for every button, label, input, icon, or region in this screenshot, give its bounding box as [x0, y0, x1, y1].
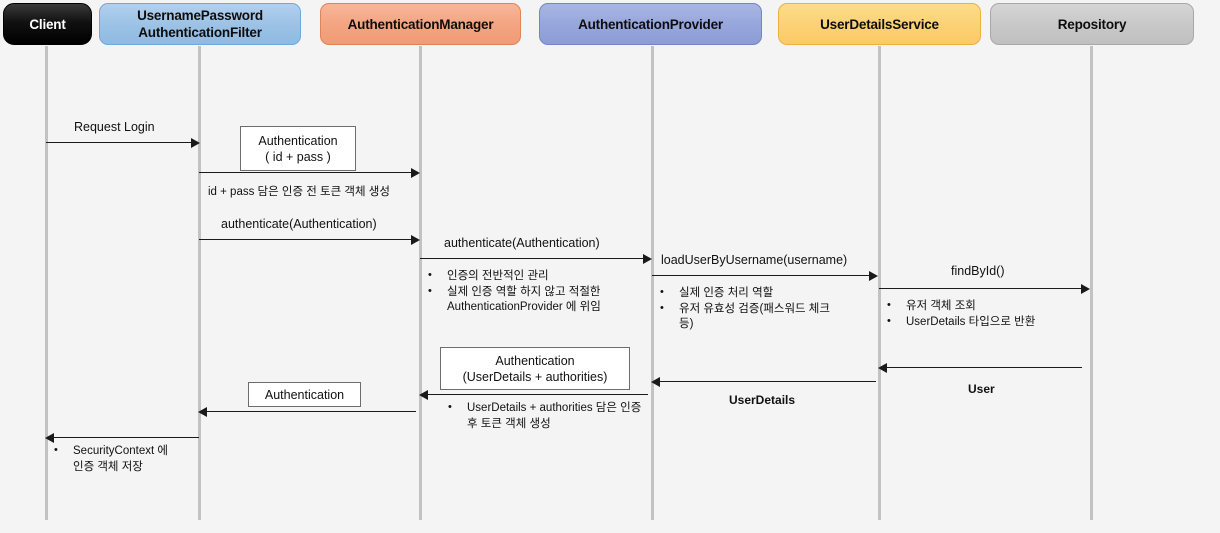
arrowhead-right-authenticate-manager-provider: [643, 254, 652, 264]
actor-provider-label: AuthenticationProvider: [578, 16, 723, 32]
annotation-provider-role-item-2: 유저 유효성 검증(패스워드 체크: [652, 301, 830, 318]
annotation-userdetailsservice-role: 유저 객체 조회 UserDetails 타입으로 반환: [879, 298, 1035, 331]
actor-repository[interactable]: Repository: [990, 3, 1194, 45]
annotation-post-auth-token-item-1-cont: 후 토큰 객체 생성: [467, 417, 551, 430]
annotation-userdetailsservice-role-item-2: UserDetails 타입으로 반환: [879, 314, 1035, 331]
actor-userdetailsservice-label: UserDetailsService: [820, 16, 939, 32]
lifeline-filter: [198, 46, 201, 520]
message-label-load-user-by-username: loadUserByUsername(username): [661, 253, 848, 267]
arrowhead-left-filter-client-return: [45, 433, 54, 443]
message-arrow-request-login: [46, 142, 192, 143]
message-arrow-authenticate-manager-provider: [420, 258, 644, 259]
lifeline-userdetailsservice: [878, 46, 881, 520]
actor-username-password-authentication-filter[interactable]: UsernamePassword AuthenticationFilter: [99, 3, 301, 45]
message-arrow-manager-filter-return: [206, 411, 416, 412]
note-authentication-plain-line1: Authentication: [264, 387, 345, 402]
note-authentication-id-pass-line2: ( id + pass ): [265, 149, 331, 164]
actor-repository-label: Repository: [1057, 16, 1127, 32]
message-label-request-login: Request Login: [74, 120, 155, 134]
annotation-manager-role: 인증의 전반적인 관리 실제 인증 역할 하지 않고 적절한 Authentic…: [420, 268, 601, 316]
message-arrow-filter-client-return: [53, 437, 199, 438]
arrowhead-right-load-user-by-username: [869, 271, 878, 281]
annotation-security-context-item-1: SecurityContext 에: [46, 443, 168, 460]
arrowhead-right-authenticate-filter-manager: [411, 235, 420, 245]
message-arrow-provider-manager-return: [427, 394, 648, 395]
message-arrow-authenticate-filter-manager: [199, 239, 412, 240]
message-label-user-return: User: [968, 382, 995, 396]
annotation-pre-auth-token-line1: id + pass 담은 인증 전 토큰 객체 생성: [208, 186, 390, 198]
lifeline-repository: [1090, 46, 1093, 520]
actor-filter-label-line2: AuthenticationFilter: [138, 25, 262, 40]
actor-filter-label-line1: UsernamePassword: [137, 8, 263, 23]
annotation-security-context-item-1-cont: 인증 객체 저장: [73, 460, 143, 473]
actor-authentication-manager[interactable]: AuthenticationManager: [320, 3, 521, 45]
actor-manager-label: AuthenticationManager: [347, 16, 494, 32]
note-authentication-id-pass-line1: Authentication: [258, 133, 338, 148]
arrowhead-left-manager-filter-return: [198, 407, 207, 417]
note-authentication-userdetails-line1: Authentication: [495, 353, 575, 368]
message-arrow-pre-auth-token: [199, 172, 412, 173]
annotation-security-context: SecurityContext 에 인증 객체 저장: [46, 443, 168, 475]
note-authentication-userdetails-line2: (UserDetails + authorities): [462, 369, 608, 384]
arrowhead-right-pre-auth-token: [411, 168, 420, 178]
arrowhead-left-userdetails-return: [651, 377, 660, 387]
actor-authentication-provider[interactable]: AuthenticationProvider: [539, 3, 762, 45]
actor-client[interactable]: Client: [3, 3, 92, 45]
annotation-manager-role-item-1: 인증의 전반적인 관리: [420, 268, 601, 285]
message-arrow-load-user-by-username: [652, 275, 870, 276]
annotation-provider-role-item-1: 실제 인증 처리 역할: [652, 285, 830, 302]
message-arrow-user-return: [886, 367, 1082, 368]
note-authentication-userdetails-authorities: Authentication (UserDetails + authoritie…: [440, 347, 630, 390]
annotation-userdetailsservice-role-item-1: 유저 객체 조회: [879, 298, 1035, 315]
annotation-post-auth-token-item-1: UserDetails + authorities 담은 인증: [440, 400, 641, 417]
arrowhead-left-provider-manager-return: [419, 390, 428, 400]
actor-user-details-service[interactable]: UserDetailsService: [778, 3, 981, 45]
message-label-find-by-id: findById(): [951, 264, 1005, 278]
note-authentication-id-pass: Authentication ( id + pass ): [240, 126, 356, 171]
annotation-provider-role-item-2-cont: 등): [679, 318, 694, 330]
message-arrow-userdetails-return: [659, 381, 876, 382]
annotation-provider-role: 실제 인증 처리 역할 유저 유효성 검증(패스워드 체크 등): [652, 285, 830, 333]
annotation-pre-auth-token: id + pass 담은 인증 전 토큰 객체 생성: [199, 185, 390, 201]
annotation-post-auth-token: UserDetails + authorities 담은 인증 후 토큰 객체 …: [440, 400, 641, 432]
annotation-manager-role-item-2: 실제 인증 역할 하지 않고 적절한: [420, 284, 601, 301]
message-label-authenticate-filter-manager: authenticate(Authentication): [221, 217, 377, 231]
message-arrow-find-by-id: [879, 288, 1082, 289]
message-label-userdetails-return: UserDetails: [729, 393, 796, 407]
lifeline-provider: [651, 46, 654, 520]
annotation-manager-role-item-2-cont: AuthenticationProvider 에 위임: [447, 301, 601, 313]
message-label-authenticate-manager-provider: authenticate(Authentication): [444, 236, 600, 250]
arrowhead-right-find-by-id: [1081, 284, 1090, 294]
actor-client-label: Client: [29, 16, 66, 32]
lifeline-client: [45, 46, 48, 520]
arrowhead-right-request-login: [191, 138, 200, 148]
note-authentication-plain: Authentication: [248, 382, 361, 407]
arrowhead-left-user-return: [878, 363, 887, 373]
